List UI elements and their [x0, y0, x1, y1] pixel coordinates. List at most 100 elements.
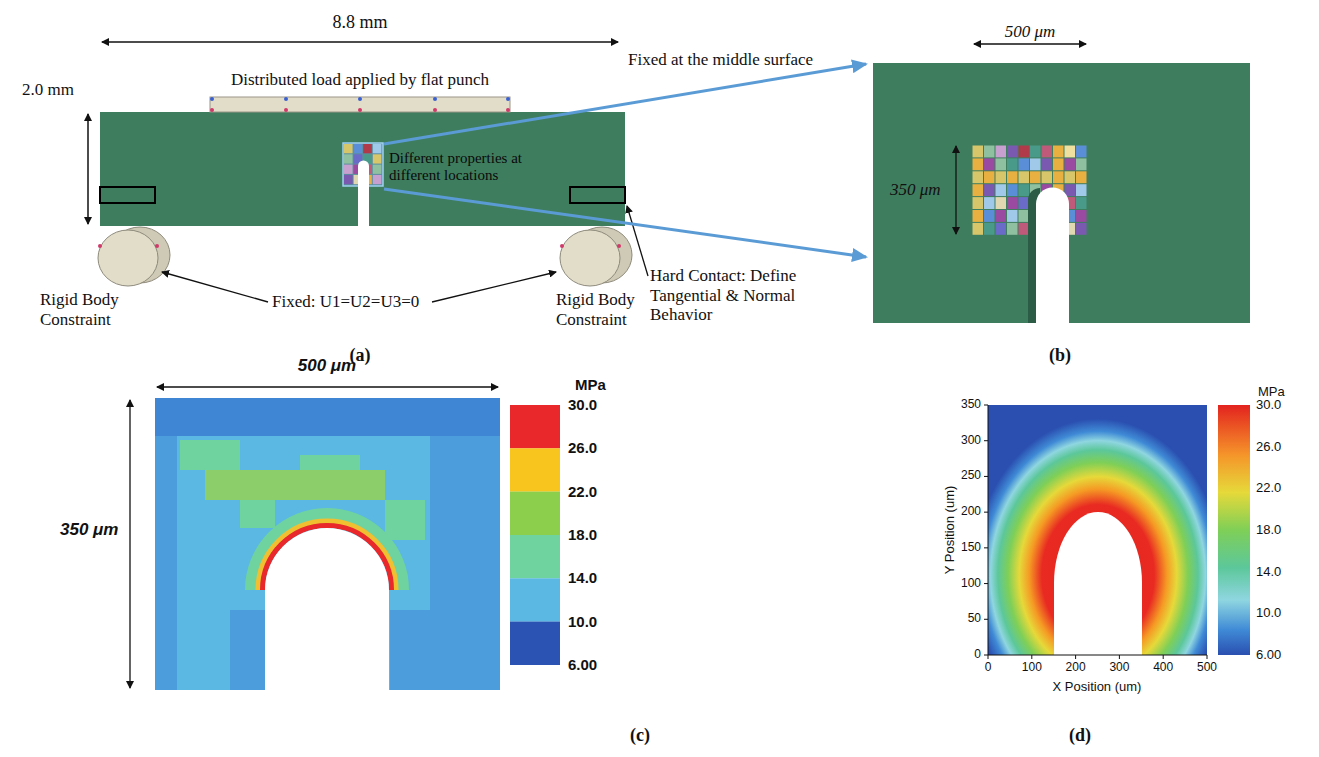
colorbar-value: 10.0	[568, 613, 597, 630]
panel-label: (d)	[1069, 725, 1091, 746]
dimension-label: 350 μm	[60, 520, 118, 540]
dimension-label: 2.0 mm	[22, 80, 74, 100]
axis-tick	[984, 512, 988, 513]
axis-tick	[984, 547, 988, 548]
property-cell	[363, 144, 372, 153]
property-cell	[1076, 210, 1087, 222]
property-cell	[344, 175, 353, 184]
property-cell	[996, 223, 1007, 235]
axis-tick-label: 350	[961, 398, 981, 412]
axis-tick-label: 200	[961, 505, 981, 519]
property-cell	[373, 165, 382, 174]
colorbar-value: 30.0	[568, 396, 597, 413]
property-cell	[373, 175, 382, 184]
contact-note: Hard Contact: Define Tangential & Normal…	[650, 266, 850, 325]
axis-tick-label: 50	[968, 612, 981, 626]
specimen-beam: Different properties at different locati…	[100, 112, 625, 226]
colorbar-value: 6.00	[568, 656, 597, 673]
property-cell	[996, 184, 1007, 196]
property-cell	[984, 223, 995, 235]
panel-label: (b)	[1049, 345, 1071, 366]
axis-tick-label: 200	[1066, 661, 1086, 675]
property-cell	[1076, 146, 1087, 158]
axis-tick	[984, 655, 988, 656]
colorbar-value: 6.00	[1256, 648, 1281, 663]
property-cell	[1019, 171, 1030, 183]
property-cell	[1019, 184, 1030, 196]
property-cell	[1019, 223, 1030, 235]
property-cell	[984, 184, 995, 196]
dimension-label: 500 μm	[298, 356, 356, 376]
property-cell	[1007, 197, 1018, 209]
property-cell	[1007, 223, 1018, 235]
property-cell	[1007, 184, 1018, 196]
property-cell	[1042, 146, 1053, 158]
property-cell	[344, 165, 353, 174]
axis-tick-label: 0	[974, 648, 981, 662]
axis-tick	[1119, 655, 1120, 659]
axis-tick-label: 400	[1153, 661, 1173, 675]
axis-tick	[984, 440, 988, 441]
colorbar-value: 14.0	[568, 570, 597, 587]
property-cell	[984, 210, 995, 222]
colorbar-value: 18.0	[568, 526, 597, 543]
property-cell	[1019, 210, 1030, 222]
colorbar-value: 26.0	[1256, 439, 1281, 454]
property-cell	[973, 146, 984, 158]
property-cell	[1030, 158, 1041, 170]
load-label: Distributed load applied by flat punch	[231, 70, 489, 90]
property-cell	[996, 158, 1007, 170]
colorbar-value: 30.0	[1256, 398, 1281, 413]
property-cell	[1053, 171, 1064, 183]
axis-tick	[1163, 655, 1164, 659]
axis-tick	[984, 405, 988, 406]
property-cell	[973, 223, 984, 235]
property-cell	[1065, 146, 1076, 158]
property-cell	[1019, 146, 1030, 158]
property-cell	[973, 197, 984, 209]
colorbar-value: 26.0	[568, 440, 597, 457]
property-cell	[1053, 146, 1064, 158]
property-cell	[996, 210, 1007, 222]
dimension-label: 8.8 mm	[332, 12, 387, 33]
boundary-note: Fixed at the middle surface	[628, 50, 813, 70]
axis-tick	[988, 655, 989, 659]
property-cell	[973, 158, 984, 170]
colorbar-value: 14.0	[1256, 564, 1281, 579]
property-cell	[1065, 171, 1076, 183]
property-cell	[1076, 223, 1087, 235]
dimension-label: 500 μm	[1005, 22, 1056, 42]
property-cell	[996, 171, 1007, 183]
property-cell	[1065, 158, 1076, 170]
colorbar-unit: MPa	[575, 376, 606, 393]
dimension-label: 350 μm	[890, 180, 941, 200]
boundary-note: Fixed: U1=U2=U3=0	[272, 292, 419, 312]
property-cell	[984, 146, 995, 158]
axis-tick-label: 300	[961, 434, 981, 448]
axis-tick-label: 150	[961, 541, 981, 555]
colorbar-value: 10.0	[1256, 606, 1281, 621]
property-cell	[1019, 158, 1030, 170]
property-cell	[1007, 146, 1018, 158]
property-cell	[344, 154, 353, 163]
property-cell	[973, 184, 984, 196]
axis-title: X Position (um)	[1053, 680, 1142, 695]
axis-tick-label: 100	[1022, 661, 1042, 675]
axis-tick	[984, 583, 988, 584]
property-cell	[1076, 171, 1087, 183]
axis-title: Y Position (um)	[943, 486, 958, 575]
constraint-note: Rigid Body Constraint	[556, 290, 676, 329]
property-cell	[354, 144, 363, 153]
constraint-note: Rigid Body Constraint	[40, 290, 160, 329]
property-cell	[1053, 158, 1064, 170]
property-cell	[1030, 146, 1041, 158]
property-cell	[984, 158, 995, 170]
colorbar-value: 18.0	[1256, 523, 1281, 538]
property-cell	[1076, 158, 1087, 170]
node-text: Different properties at different locati…	[389, 150, 539, 183]
property-cell	[1019, 197, 1030, 209]
panel-label: (c)	[630, 725, 650, 746]
property-cell	[996, 197, 1007, 209]
